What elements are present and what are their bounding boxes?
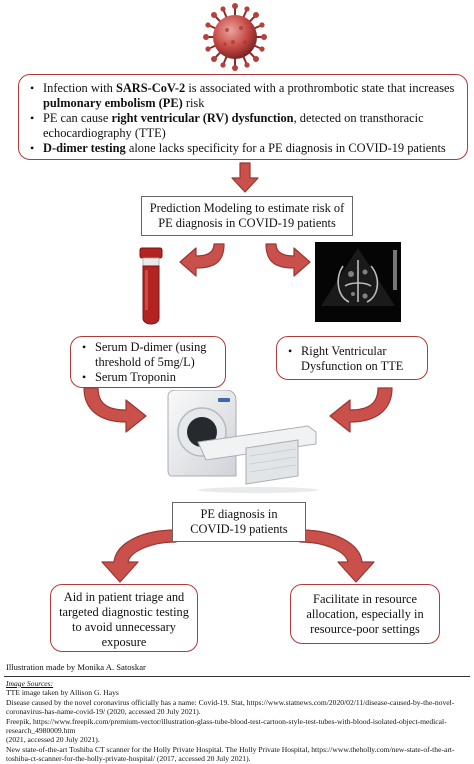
bullet-d-dimer: D-dimer testing alone lacks specificity … — [29, 141, 459, 156]
curved-arrow-left — [179, 243, 225, 277]
source-line: TTE image taken by Allison G. Hays — [6, 688, 119, 698]
image-sources: Image Sources: TTE image taken by Alliso… — [6, 679, 468, 764]
biomarker-list: Serum D-dimer (using threshold of 5mg/L)… — [81, 340, 219, 385]
down-arrow-1 — [231, 162, 259, 193]
biomarker-d-dimer: Serum D-dimer (using threshold of 5mg/L) — [81, 340, 219, 370]
background-bullet-list: Infection with SARS-CoV-2 is associated … — [29, 81, 459, 156]
outcome-triage-box: Aid in patient triage and targeted diagn… — [50, 584, 198, 652]
echocardiogram-image — [315, 242, 401, 322]
bullet-rv-dysfunction: PE can cause right ventricular (RV) dysf… — [29, 111, 459, 141]
outcome-triage-text: Aid in patient triage and targeted diagn… — [59, 590, 189, 649]
bullet-sars-cov-2: Infection with SARS-CoV-2 is associated … — [29, 81, 459, 111]
prediction-modeling-text: Prediction Modeling to estimate risk of … — [149, 201, 345, 230]
outcome-resource-box: Facilitate in resource allocation, espec… — [290, 584, 440, 644]
rv-dysfunction-item: Right Ventricular Dysfunction on TTE — [287, 344, 421, 374]
source-line: Freepik, https://www.freepik.com/premium… — [6, 716, 447, 736]
biomarker-box: Serum D-dimer (using threshold of 5mg/L)… — [70, 336, 226, 388]
sources-heading: Image Sources: — [6, 679, 54, 688]
outcome-resource-text: Facilitate in resource allocation, espec… — [306, 592, 424, 636]
source-line: New state-of-the-art Toshiba CT scanner … — [6, 744, 455, 764]
pe-diagnosis-box: PE diagnosis in COVID-19 patients — [172, 502, 306, 542]
prediction-modeling-box: Prediction Modeling to estimate risk of … — [141, 196, 353, 236]
curved-arrow-outcome-right — [299, 529, 375, 583]
biomarker-troponin: Serum Troponin — [81, 370, 219, 385]
ct-scanner-image — [167, 390, 318, 493]
coronavirus-icon — [203, 3, 267, 71]
illustration-credit: Illustration made by Monika A. Satoskar — [6, 662, 146, 672]
curved-arrow-scanner-left — [83, 387, 147, 433]
pe-diagnosis-text: PE diagnosis in COVID-19 patients — [190, 507, 288, 536]
rv-dysfunction-box: Right Ventricular Dysfunction on TTE — [276, 336, 428, 380]
curved-arrow-right — [265, 243, 311, 277]
rv-dysfunction-list: Right Ventricular Dysfunction on TTE — [287, 344, 421, 374]
blood-test-tube-icon — [139, 247, 163, 325]
source-line: (2021, accessed 20 July 2021). — [6, 735, 100, 745]
divider — [4, 676, 470, 678]
curved-arrow-outcome-left — [101, 529, 177, 583]
source-line: Disease caused by the novel coronavirus … — [6, 697, 455, 717]
curved-arrow-scanner-right — [329, 387, 393, 433]
background-info-box: Infection with SARS-CoV-2 is associated … — [18, 74, 468, 160]
